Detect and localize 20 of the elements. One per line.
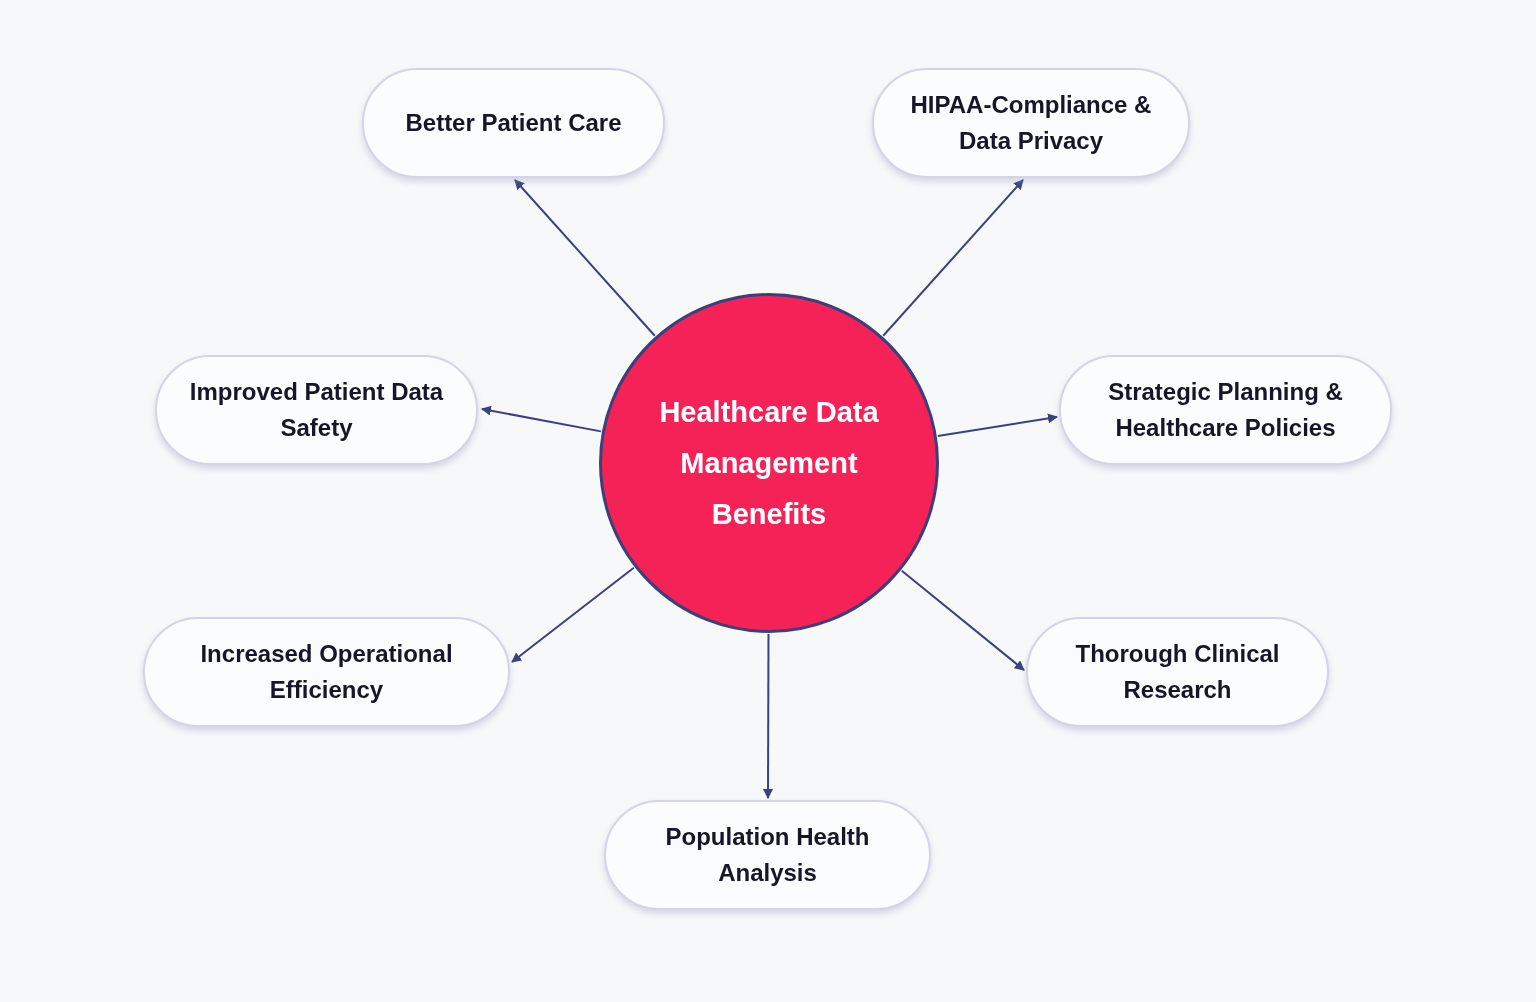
arrow bbox=[763, 633, 774, 799]
benefit-pill bbox=[155, 355, 478, 465]
title-text: Healthcare Data Management Benefits bbox=[658, 394, 880, 532]
benefit-text: Strategic Planning & Healthcare Policies bbox=[1107, 377, 1344, 443]
benefit-pill bbox=[362, 68, 665, 178]
benefit-text: Increased Operational Efficiency bbox=[199, 639, 454, 705]
benefit-pill bbox=[604, 800, 931, 910]
benefit-pill bbox=[872, 68, 1190, 178]
benefit-text: Better Patient Care bbox=[405, 108, 622, 138]
benefit-text: HIPAA-Compliance & Data Privacy bbox=[909, 90, 1153, 156]
benefit-text: Thorough Clinical Research bbox=[1074, 639, 1281, 705]
arrow bbox=[511, 566, 635, 663]
benefit-pill bbox=[1059, 355, 1392, 465]
benefit-text: Population Health Analysis bbox=[664, 822, 871, 888]
arrow bbox=[900, 569, 1025, 671]
benefit-pill bbox=[1026, 617, 1329, 727]
arrow bbox=[514, 179, 656, 337]
benefit-pill bbox=[143, 617, 510, 727]
benefit-text: Improved Patient Data Safety bbox=[188, 377, 445, 443]
arrow bbox=[882, 179, 1024, 337]
